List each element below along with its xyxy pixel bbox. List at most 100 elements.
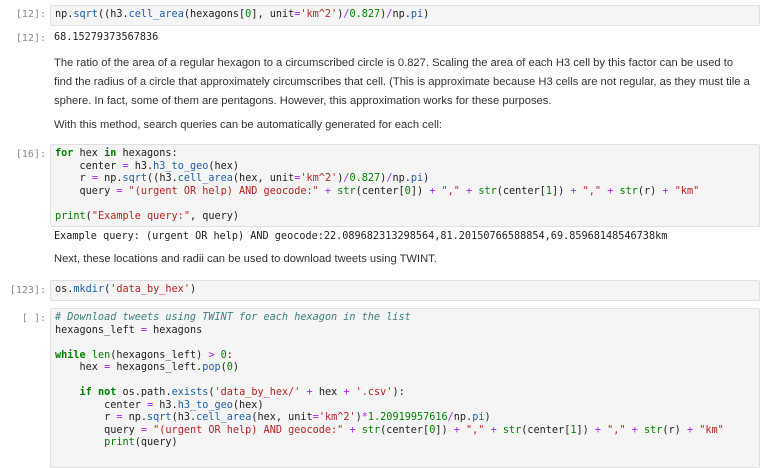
code-token: if [79,387,92,398]
input-prompt: [12]: [15,9,46,20]
code-token: + [349,424,356,436]
markdown-paragraph: The ratio of the area of a regular hexag… [54,57,750,107]
code-line: ​ [55,375,755,388]
code-line: np.sqrt((h3.cell_area(hexagons[0], unit=… [55,9,755,22]
code-token: (h3. [171,412,197,423]
code-token: str [502,424,522,436]
output-prompt: [12]: [15,33,46,44]
code-token: ( [208,387,215,398]
code-token: str [644,424,663,436]
code-token: hexagons: [116,148,178,159]
code-line: print("Example query:", query) [55,211,755,224]
code-token: 'data_by_hex' [110,284,190,295]
code-token: mkdir [73,284,105,295]
code-token: = [294,173,301,184]
code-token: hex [55,362,105,373]
output-text: 68.15279373567836 [54,32,159,43]
code-token: (hex) [232,399,264,411]
code-token: ) [232,362,240,373]
markdown-paragraph: Next, these locations and radii can be u… [54,253,437,265]
code-token: str [361,424,381,436]
code-token: h3_to_geo [177,399,233,411]
code-token: = [122,160,129,172]
code-editor[interactable]: for hex in hexagons: center = h3.h3_to_g… [50,144,760,227]
code-token: (center[ [355,185,405,197]
code-token: in [104,148,117,159]
code-editor[interactable]: # Download tweets using TWINT for each h… [50,308,760,468]
code-line: # Download tweets using TWINT for each h… [55,312,755,325]
code-token: sqrt [147,412,172,423]
input-prompt: [123]: [9,285,46,296]
code-token: ) [380,9,387,20]
code-token: , query) [189,210,240,222]
code-token: while [55,349,86,361]
code-token: 0.827 [349,173,381,184]
code-token: '.csv' [355,387,393,398]
code-token: os.path. [116,387,172,398]
code-token: + [607,185,614,197]
code-token: "km" [674,185,700,197]
code-token: os. [55,284,74,295]
code-token: ( [104,284,111,295]
code-token: "," [607,424,626,436]
code-token: 0.827 [349,9,381,20]
code-token: + [490,424,497,436]
code-line: while len(hexagons_left) > 0: [55,350,755,363]
code-token: str [619,185,638,197]
code-token: 0 [404,185,411,197]
code-token: 'km^2' [318,412,356,423]
code-line: query = "(urgent OR help) AND geocode:" … [55,425,755,438]
code-token: r [55,173,92,184]
code-token: + [343,387,350,398]
code-token: 'km^2' [300,9,338,20]
code-token: = [312,412,319,423]
code-token: hex [312,387,344,398]
code-token: + [466,185,473,197]
code-editor[interactable]: os.mkdir('data_by_hex') [50,280,760,301]
code-token: + [453,424,460,436]
code-token: pi [472,412,485,423]
code-token: / [447,412,454,423]
code-line: if not os.path.exists('data_by_hex/' + h… [55,387,755,400]
code-token: (center[ [496,185,546,197]
code-token: = [147,399,154,411]
code-editor[interactable]: np.sqrt((h3.cell_area(hexagons[0], unit=… [50,5,760,26]
code-token: * [361,412,368,423]
code-line: center = h3.h3_to_geo(hex) [55,400,755,413]
code-token: + [570,185,577,197]
code-token: = [140,324,148,336]
code-token: cell_area [196,412,252,423]
code-token: ) [423,9,430,20]
code-token: 'km^2' [300,173,338,184]
code-token: r [55,412,117,423]
code-line: r = np.sqrt((h3.cell_area(hex, unit='km^… [55,173,755,186]
code-token: (hex) [208,160,240,172]
code-token: "," [441,185,460,197]
code-token: # Download tweets using TWINT for each h… [55,312,411,323]
code-token: str [478,185,497,197]
code-token: = [116,185,123,197]
code-line: hex = hexagons_left.pop(0) [55,362,755,375]
code-line: query = "(urgent OR help) AND geocode:" … [55,186,755,199]
code-token: > [208,349,215,361]
code-token: hex [73,148,105,159]
code-token: hexagons_left [55,324,141,336]
code-token: str [337,185,356,197]
code-token: not [97,387,117,398]
code-token: 0 [220,349,227,361]
input-prompt: [ ]: [21,313,46,324]
markdown-paragraph: With this method, search queries can be … [54,119,443,131]
code-token: exists [171,387,209,398]
code-token: ) [337,173,344,184]
code-token: ]) [551,185,571,197]
code-token: pop [202,362,221,373]
output-text: Example query: (urgent OR help) AND geoc… [54,231,668,242]
code-line: hexagons_left = hexagons [55,325,755,338]
code-token: ) [423,173,430,184]
code-token: ( [85,210,92,222]
code-token: + [306,387,313,398]
code-token: print [55,210,86,222]
code-token: + [686,424,694,436]
code-token: 0 [429,424,436,436]
code-line: center = h3.h3_to_geo(hex) [55,161,755,174]
